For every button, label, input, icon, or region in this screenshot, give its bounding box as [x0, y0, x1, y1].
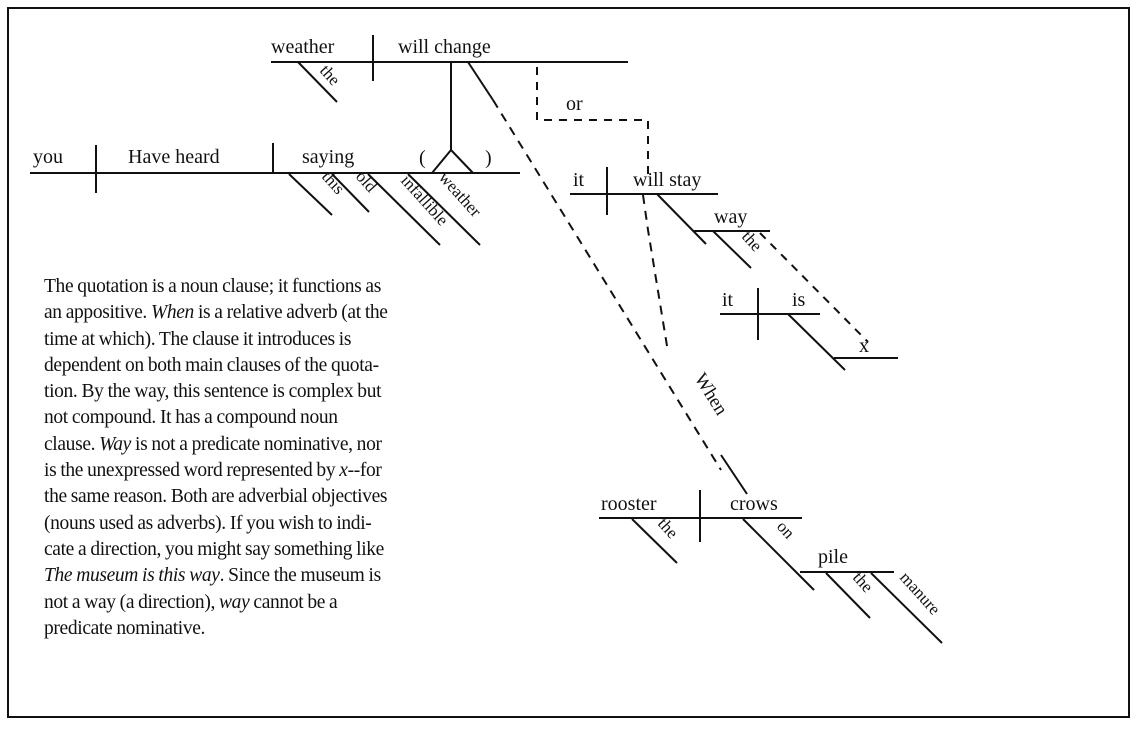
note-line: not compound. It has a compound noun [44, 405, 494, 431]
top-verb: will change [398, 36, 491, 58]
note-text: the same reason. Both are adverbial obje… [44, 486, 388, 508]
pile: pile [818, 546, 848, 568]
modifier-weather-line [407, 173, 481, 246]
note-line: predicate nominative. [44, 616, 494, 642]
top-subject: weather [271, 36, 335, 58]
modifier-this: this [318, 167, 349, 198]
paren-open: ( [419, 147, 426, 169]
explanation-note: The quotation is a noun clause; it funct… [44, 274, 494, 642]
note-text: The quotation is a noun clause; it funct… [44, 276, 381, 297]
note-emphasis: The museum is this way [44, 565, 220, 587]
rooster-modifier-line [631, 518, 678, 564]
preposition-on-line [742, 518, 815, 591]
way-modifier-line [712, 230, 752, 269]
when-connector-solid-bottom [720, 454, 748, 495]
note-line: an appositive. When is a relative adverb… [44, 300, 494, 326]
stay-subject: it [573, 169, 585, 191]
note-text: dependent on both main clauses of the qu… [44, 354, 379, 376]
modifier-infallible-line [367, 173, 441, 246]
note-line: cate a direction, you might say somethin… [44, 537, 494, 563]
note-text: tion. By the way, this sentence is compl… [44, 381, 382, 403]
note-emphasis: way [219, 591, 250, 613]
is-subject: it [722, 289, 734, 311]
pile-modifier-the-line [825, 572, 871, 619]
note-line: tion. By the way, this sentence is compl… [44, 379, 494, 405]
pile-modifier-manure: manure [896, 568, 944, 619]
note-text: (nouns used as adverbs). If you wish to … [44, 512, 372, 534]
preposition-on: on [773, 517, 799, 543]
note-emphasis: When [150, 302, 194, 324]
paren-close: ) [485, 147, 492, 169]
main-object: saying [302, 146, 354, 168]
note-line: The museum is this way. Since the museum… [44, 563, 494, 589]
note-line: clause. Way is not a predicate nominativ… [44, 432, 494, 458]
note-text: cannot be a [249, 591, 338, 613]
when-word: When [690, 370, 732, 420]
main-subject: you [33, 146, 63, 168]
note-text: is not a predicate nominative, nor [130, 433, 382, 455]
is-verb: is [792, 289, 806, 311]
note-text: is a relative adverb (at the [193, 302, 388, 324]
modifier-old-line [331, 173, 370, 213]
note-text: cate a direction, you might say somethin… [44, 538, 384, 560]
pedestal-right [450, 149, 474, 174]
conjunction-or-connector [536, 67, 649, 175]
pedestal-left [431, 149, 452, 174]
x-word: x [859, 335, 869, 357]
when-connector-solid-top [467, 61, 494, 101]
note-emphasis: x [339, 460, 348, 482]
note-line: The quotation is a noun clause; it funct… [44, 274, 494, 300]
way: way [714, 206, 747, 228]
note-text: clause. [44, 433, 100, 455]
diagram-frame [7, 7, 1130, 718]
note-line: time at which). The clause it introduces… [44, 327, 494, 353]
stay-to-when-connector [642, 194, 669, 353]
note-line: the same reason. Both are adverbial obje… [44, 484, 494, 510]
note-text: an appositive. [44, 302, 151, 324]
stay-verb: will stay [633, 169, 701, 191]
crows: crows [730, 493, 778, 515]
note-text: time at which). The clause it introduces… [44, 328, 352, 350]
note-text: not compound. It has a compound noun [44, 407, 338, 429]
note-line: (nouns used as adverbs). If you wish to … [44, 511, 494, 537]
note-text: not a way (a direction), [44, 591, 220, 613]
note-text: . Since the museum is [219, 565, 382, 587]
note-line: dependent on both main clauses of the qu… [44, 353, 494, 379]
pile-modifier-manure-line [870, 572, 943, 644]
modifier-this-line [288, 173, 333, 216]
note-text: is the unexpressed word represented by [44, 460, 340, 482]
is-to-x-connector [787, 313, 846, 371]
rooster: rooster [601, 493, 657, 515]
way-connector [656, 193, 707, 245]
way-to-x-connector [759, 232, 869, 343]
note-emphasis: Way [99, 433, 131, 455]
note-line: is the unexpressed word represented by x… [44, 458, 494, 484]
note-text: predicate nominative. [44, 617, 206, 639]
note-line: not a way (a direction), way cannot be a [44, 590, 494, 616]
conjunction-or: or [566, 93, 583, 115]
main-verb: Have heard [128, 146, 220, 168]
when-connector-dashed [492, 99, 722, 471]
top-subject-modifier-line [297, 61, 338, 103]
note-text: --for [347, 460, 382, 482]
